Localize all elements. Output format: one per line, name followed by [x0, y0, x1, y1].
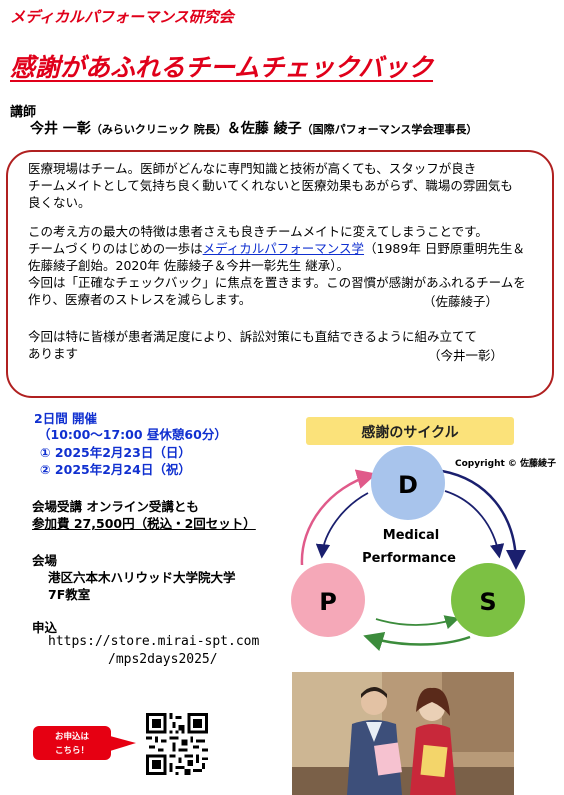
cycle-center-label-1: Medical	[383, 528, 439, 543]
venue-label: 会場	[32, 553, 58, 568]
cycle-node-p-label: P	[319, 588, 337, 616]
intro-line: 作り、医療者のストレスを減らします。	[28, 292, 252, 307]
cycle-node-d	[371, 446, 445, 520]
participation-fee: 参加費 27,500円（税込・2回セット）	[32, 516, 256, 531]
intro-signature-imai: （今井一彰）	[428, 348, 504, 363]
intro-line: 今回は特に皆様が患者満足度により、訴訟対策にも直結できるように組み立てて	[28, 329, 478, 344]
intro-line: チームづくりのはじめの一歩はメディカルパフォーマンス学（1989年 日野原重明先…	[28, 240, 525, 257]
intro-line: 医療現場はチーム。医師がどんなに専門知識と技術が高くても、スタッフが良き	[28, 161, 477, 176]
attendance-format: 会場受講 オンライン受講とも	[32, 499, 199, 514]
medical-performance-link-text: メディカルパフォーマンス学	[202, 241, 365, 256]
lecturer-affiliation-1: （みらいクリニック 院長）	[90, 123, 227, 136]
intro-line: 佐藤綾子創始。2020年 佐藤綾子＆今井一彰先生 継承）。	[28, 258, 350, 273]
schedule-date-1: ① 2025年2月23日（日）	[40, 445, 191, 460]
apply-label: 申込	[32, 620, 58, 635]
intro-line: 良くない。	[28, 195, 91, 210]
intro-line: この考え方の最大の特徴は患者さえも良きチームメイトに変えてしまうことです。	[28, 224, 488, 239]
apply-url-line-1[interactable]: https://store.mirai-spt.com	[48, 634, 260, 649]
apply-button-label-1: お申込は	[55, 731, 90, 742]
cycle-node-s	[451, 563, 525, 637]
lecturer-affiliation-2: （国際パフォーマンス学会理事長）	[301, 123, 478, 136]
intro-line: あります	[28, 346, 79, 361]
cycle-copyright: Copyright © 佐藤綾子	[455, 459, 557, 469]
cycle-node-s-label: S	[479, 588, 496, 616]
intro-text: チームづくりのはじめの一歩は	[28, 241, 203, 256]
intro-box: 医療現場はチーム。医師がどんなに専門知識と技術が高くても、スタッフが良き チーム…	[6, 150, 554, 398]
lecturers-names: 今井 一彰（みらいクリニック 院長）＆佐藤 綾子（国際パフォーマンス学会理事長）	[30, 118, 477, 138]
arrow-d-to-s-outer	[441, 469, 526, 570]
schedule-days: 2日間 開催	[34, 411, 98, 426]
thanks-cycle-diagram: 感謝のサイクル D P S Medical Performance	[291, 417, 526, 652]
lecturer-name-1: 今井 一彰	[30, 121, 91, 137]
apply-button-label-2: こちら！	[55, 746, 89, 756]
arrow-d-to-p-inner	[315, 492, 369, 559]
schedule-time: （10:00～17:00 昼休憩60分）	[38, 427, 227, 442]
intro-signature-sato: （佐藤綾子）	[423, 294, 499, 309]
apply-button[interactable]: お申込は こちら！	[32, 724, 140, 764]
schedule-date-2: ② 2025年2月24日（祝）	[40, 462, 191, 477]
lecturers-photo	[292, 672, 514, 795]
lecturers-label: 講師	[10, 105, 37, 120]
venue-line-2: 7F教室	[48, 587, 91, 602]
arrow-d-to-s-inner	[444, 490, 505, 559]
arrow-s-to-p-outer	[363, 631, 471, 652]
qr-code-icon[interactable]	[146, 713, 208, 775]
cycle-node-p	[291, 563, 365, 637]
intro-line: 今回は「正確なチェックバック」に焦点を置きます。この習慣が感謝があふれるチームを	[28, 275, 526, 290]
intro-line: チームメイトとして気持ち良く動いてくれないと医療効果もあがらず、職場の雰囲気も	[28, 178, 513, 193]
organization-name: メディカルパフォーマンス研究会	[10, 8, 234, 26]
lecturer-name-2: 佐藤 綾子	[240, 121, 302, 137]
cycle-title: 感謝のサイクル	[361, 424, 458, 441]
arrow-p-to-d-outer	[300, 469, 377, 566]
apply-url-line-2[interactable]: /mps2days2025/	[108, 652, 218, 667]
venue-line-1: 港区六本木ハリウッド大学院大学	[48, 570, 236, 585]
arrow-p-to-s-inner	[375, 615, 460, 630]
cycle-title-banner	[306, 417, 514, 445]
cycle-node-d-label: D	[398, 471, 418, 499]
intro-text: （1989年 日野原重明先生＆	[364, 241, 525, 256]
cycle-center-label-2: Performance	[362, 551, 456, 566]
lecturer-ampersand: ＆	[226, 121, 241, 137]
page-title: 感謝があふれるチームチェックバック	[10, 53, 434, 82]
